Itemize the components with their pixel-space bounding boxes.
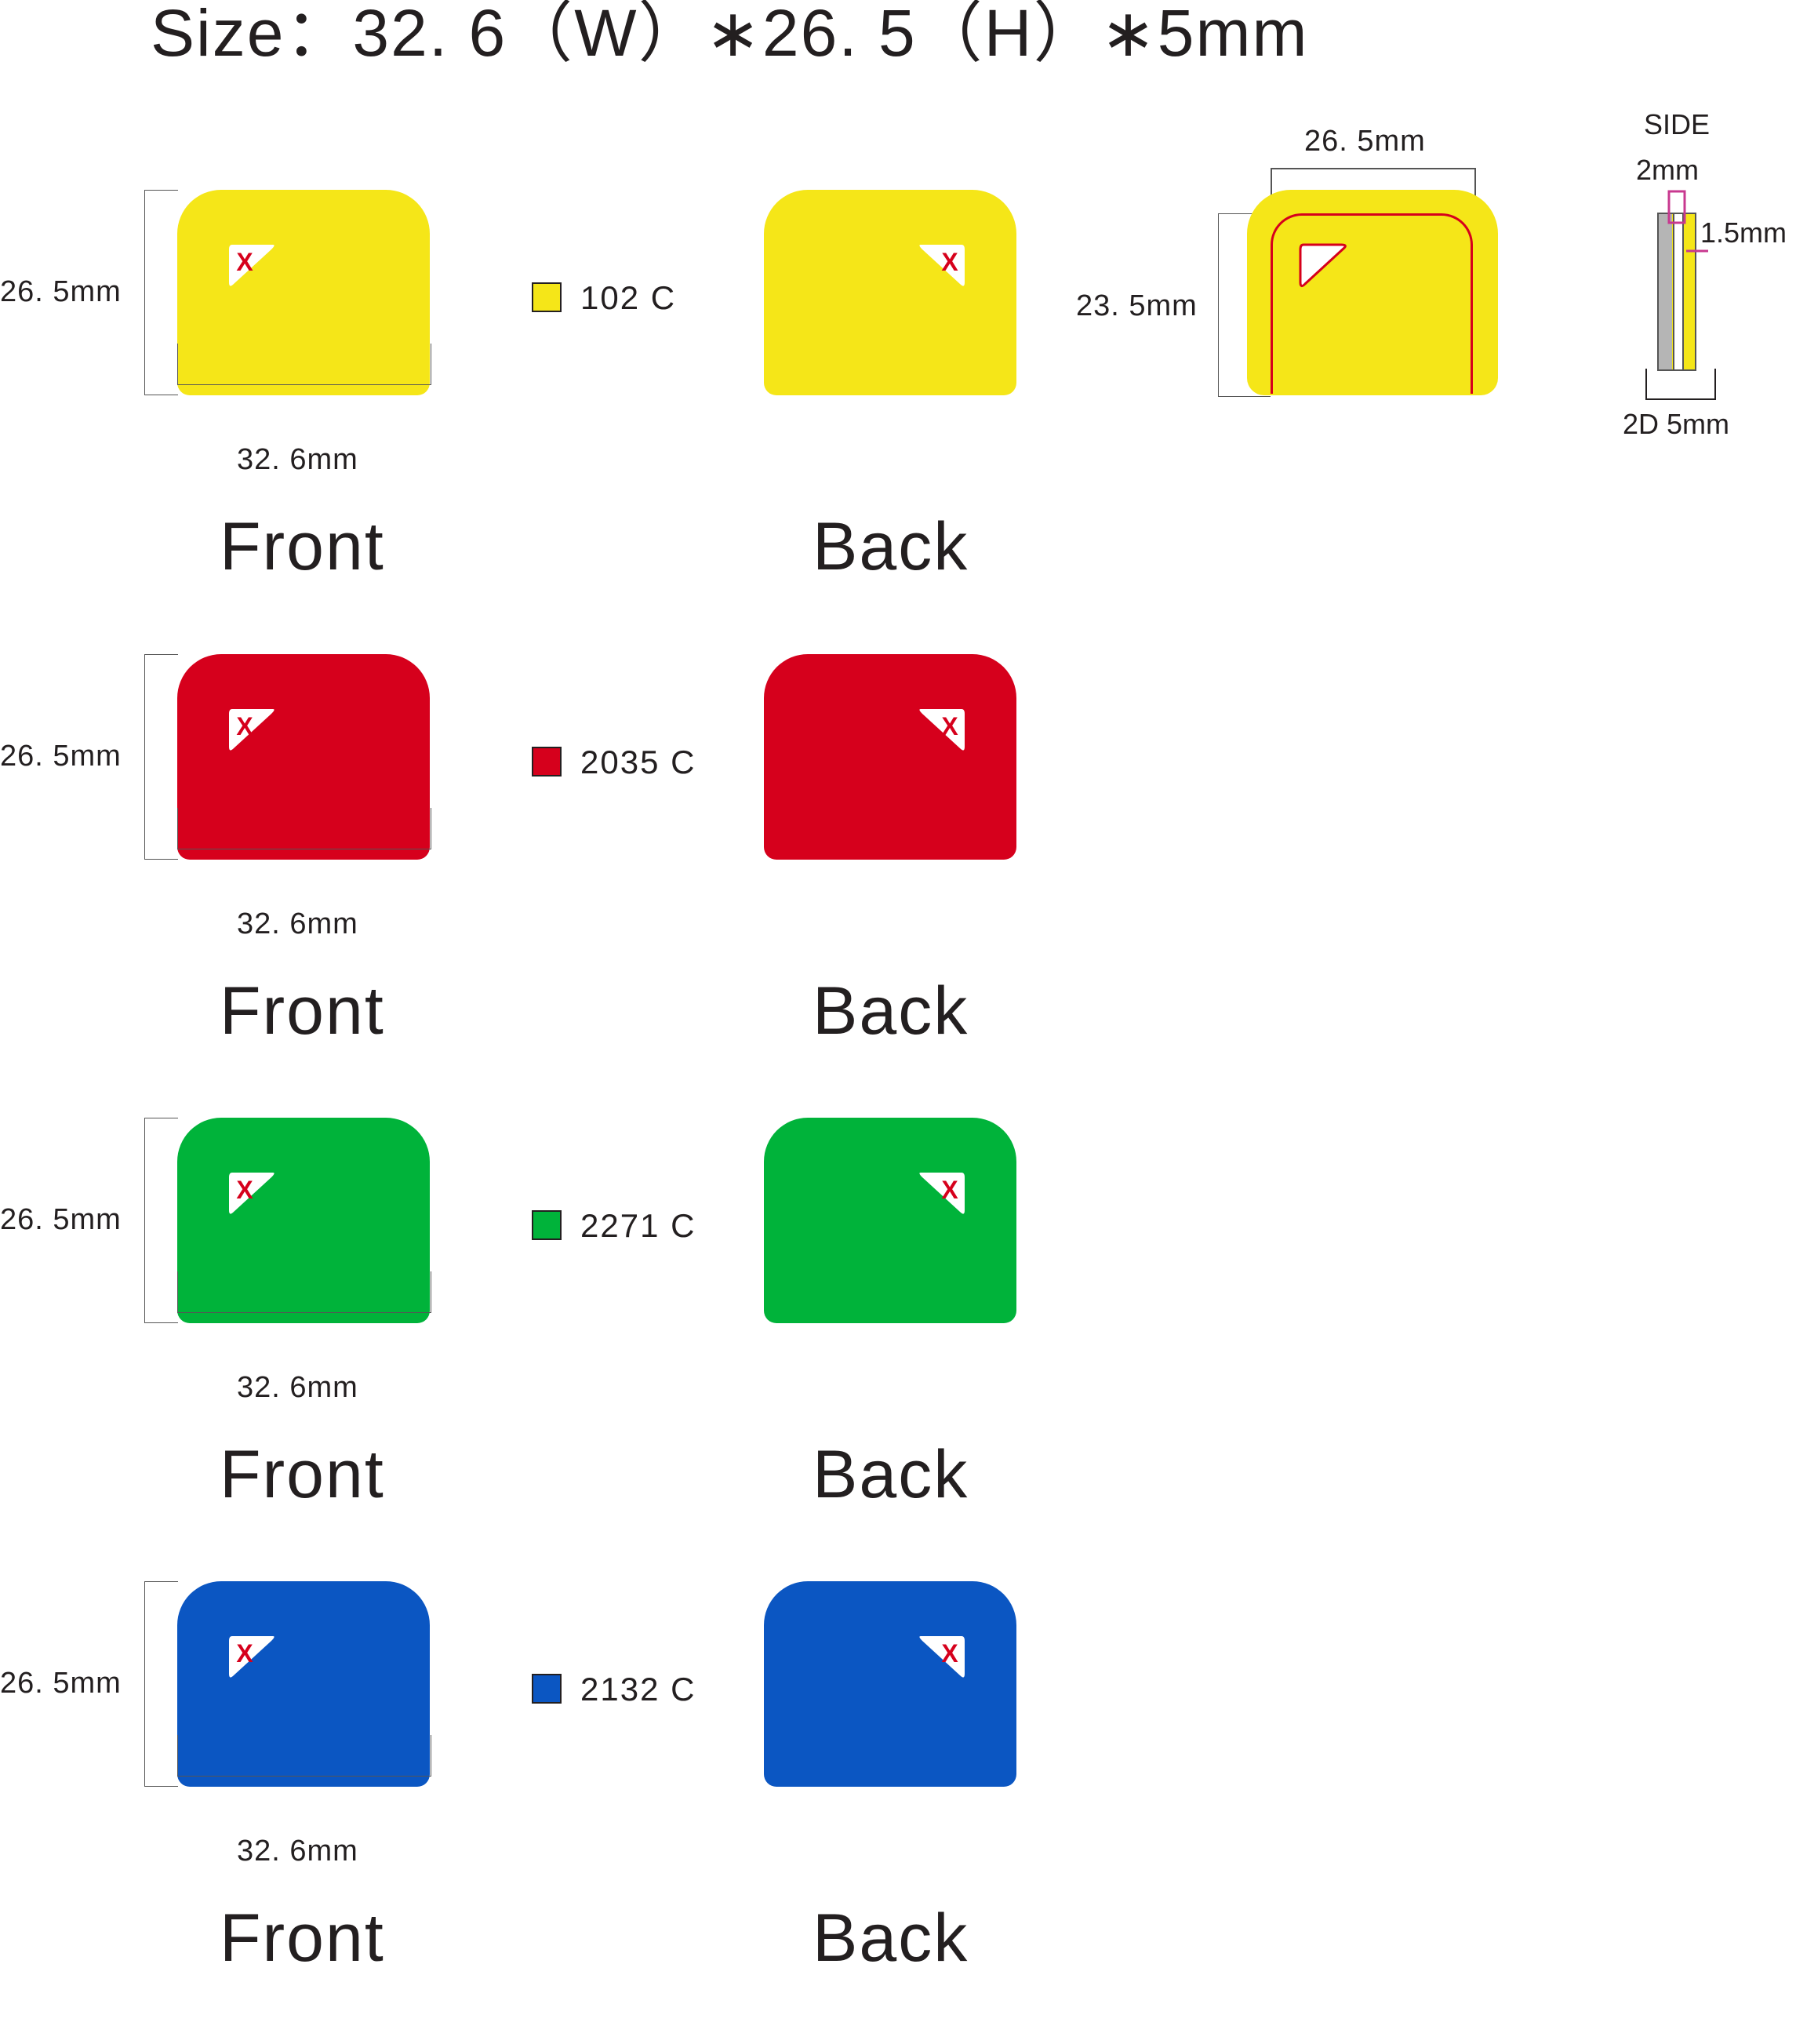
back-tag-icon: X bbox=[918, 242, 966, 290]
pantone-code: 2132 C bbox=[580, 1671, 696, 1708]
variant-row: 26. 5mm X 32. 6mm Front 102 C X Back bbox=[0, 190, 1796, 653]
front-tag-icon: X bbox=[227, 706, 276, 755]
height-dim-label: 26. 5mm bbox=[0, 1667, 122, 1700]
front-label: Front bbox=[220, 1437, 385, 1512]
pantone-code: 102 C bbox=[580, 279, 677, 316]
width-dim-bracket bbox=[177, 808, 431, 849]
color-swatch bbox=[532, 282, 562, 312]
height-dim-bracket bbox=[144, 1581, 178, 1787]
front-card: X bbox=[177, 1118, 430, 1323]
width-dim-bracket bbox=[177, 1735, 431, 1777]
color-swatch bbox=[532, 1210, 562, 1240]
width-dim-label: 32. 6mm bbox=[237, 907, 358, 940]
back-label: Back bbox=[813, 509, 969, 584]
svg-text:X: X bbox=[941, 1639, 958, 1668]
front-tag-icon: X bbox=[227, 1169, 276, 1218]
width-dim-label: 32. 6mm bbox=[237, 443, 358, 476]
variant-row: 26. 5mm X 32. 6mm Front 2035 C X Back bbox=[0, 654, 1796, 1117]
svg-text:X: X bbox=[941, 248, 958, 276]
height-dim-label: 26. 5mm bbox=[0, 275, 122, 308]
size-title: Size：32. 6（W）∗26. 5（H）∗5mm bbox=[151, 0, 1309, 70]
svg-text:X: X bbox=[941, 1176, 958, 1204]
width-dim-bracket bbox=[177, 1271, 431, 1313]
side-bottom-dim: 2D 5mm bbox=[1623, 408, 1730, 440]
insert-tag-icon bbox=[1296, 238, 1349, 292]
back-label: Back bbox=[813, 1900, 969, 1976]
front-label: Front bbox=[220, 1900, 385, 1976]
side-bottom-bracket bbox=[1645, 369, 1716, 400]
back-tag-icon: X bbox=[918, 706, 966, 755]
back-card: X bbox=[764, 654, 1016, 860]
pantone-code: 2271 C bbox=[580, 1207, 696, 1244]
svg-text:X: X bbox=[236, 1176, 253, 1204]
svg-text:X: X bbox=[236, 248, 253, 276]
front-tag-icon: X bbox=[227, 1633, 276, 1682]
front-card: X bbox=[177, 1581, 430, 1787]
back-card: X bbox=[764, 1581, 1016, 1787]
side-right-dim: 1.5mm bbox=[1700, 216, 1787, 249]
insert-side-dim-bracket bbox=[1218, 213, 1271, 397]
insert-top-dim: 26. 5mm bbox=[1304, 125, 1426, 158]
back-tag-icon: X bbox=[918, 1169, 966, 1218]
back-card: X bbox=[764, 190, 1016, 395]
height-dim-label: 26. 5mm bbox=[0, 740, 122, 773]
width-dim-bracket bbox=[177, 344, 431, 385]
insert-outline bbox=[1271, 213, 1473, 394]
front-card: X bbox=[177, 190, 430, 395]
back-label: Back bbox=[813, 1437, 969, 1512]
side-title: SIDE bbox=[1644, 108, 1711, 140]
height-dim-bracket bbox=[144, 1118, 178, 1323]
front-label: Front bbox=[220, 509, 385, 584]
front-card: X bbox=[177, 654, 430, 860]
front-tag-icon: X bbox=[227, 242, 276, 290]
side-profile-drawing bbox=[1645, 188, 1740, 371]
insert-top-dim-tick-left bbox=[1271, 168, 1272, 199]
height-dim-bracket bbox=[144, 654, 178, 860]
front-label: Front bbox=[220, 973, 385, 1049]
insert-top-dim-line bbox=[1271, 168, 1476, 169]
svg-text:X: X bbox=[236, 712, 253, 740]
width-dim-label: 32. 6mm bbox=[237, 1371, 358, 1404]
svg-text:X: X bbox=[941, 712, 958, 740]
color-swatch bbox=[532, 1674, 562, 1704]
insert-side-dim: 23. 5mm bbox=[1076, 289, 1198, 322]
color-swatch bbox=[532, 747, 562, 777]
variant-row: 26. 5mm X 32. 6mm Front 2271 C X Back bbox=[0, 1118, 1796, 1580]
variant-row: 26. 5mm X 32. 6mm Front 2132 C X Back bbox=[0, 1581, 1796, 2044]
insert-top-dim-tick-right bbox=[1474, 168, 1476, 199]
back-label: Back bbox=[813, 973, 969, 1049]
back-tag-icon: X bbox=[918, 1633, 966, 1682]
width-dim-label: 32. 6mm bbox=[237, 1835, 358, 1868]
side-top-dim: 2mm bbox=[1636, 154, 1699, 186]
svg-text:X: X bbox=[236, 1639, 253, 1668]
height-dim-label: 26. 5mm bbox=[0, 1203, 122, 1236]
height-dim-bracket bbox=[144, 190, 178, 395]
pantone-code: 2035 C bbox=[580, 744, 696, 780]
back-card: X bbox=[764, 1118, 1016, 1323]
